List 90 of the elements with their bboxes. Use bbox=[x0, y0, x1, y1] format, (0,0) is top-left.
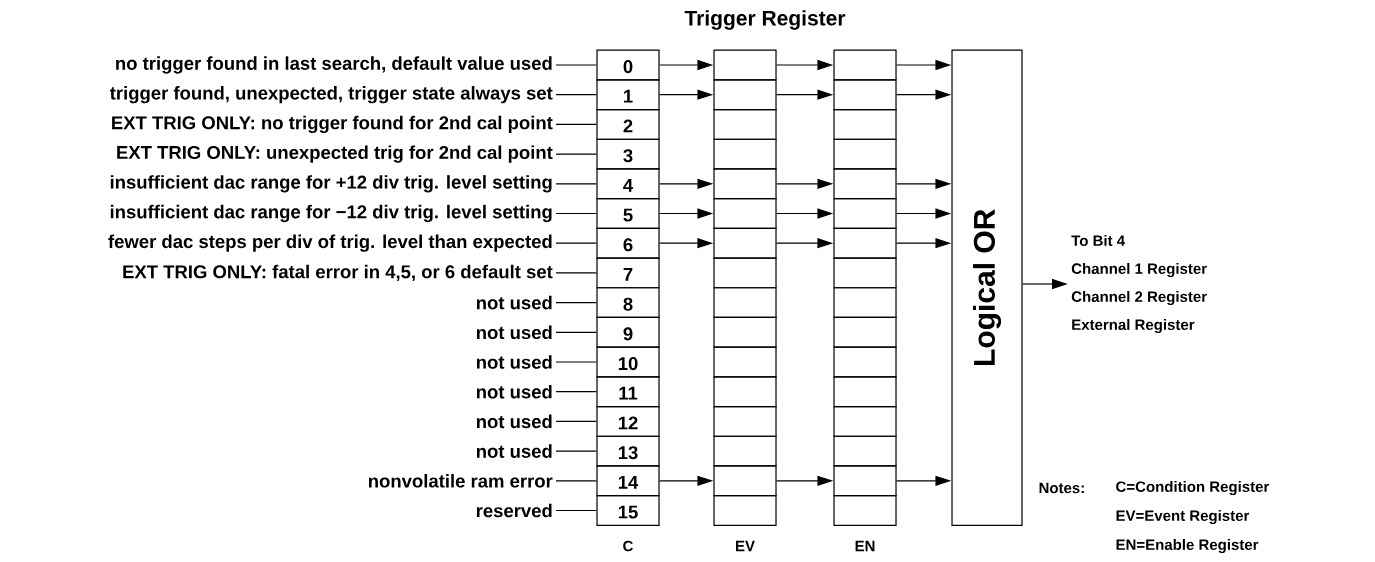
description-text: EXT TRIG ONLY: unexpected trig for 2nd cal point bbox=[117, 145, 553, 163]
register-cell: 4 bbox=[596, 168, 660, 200]
description-text: EXT TRIG ONLY: fatal error in 4,5, or 6 default set bbox=[123, 264, 553, 282]
description-text: trigger found, unexpected, trigger state always set bbox=[109, 86, 553, 104]
register-cell: 9 bbox=[596, 316, 660, 348]
connector-line bbox=[555, 242, 597, 244]
register-cell bbox=[833, 316, 897, 348]
register-cell bbox=[713, 376, 777, 408]
label-text: C=Condition Register bbox=[1116, 481, 1270, 496]
label-text: EN=Enable Register bbox=[1116, 539, 1259, 554]
register-cell bbox=[713, 435, 777, 467]
register-cell bbox=[713, 405, 777, 437]
register-cell bbox=[713, 495, 777, 526]
register-cell bbox=[833, 257, 897, 289]
register-cell bbox=[713, 138, 777, 170]
register-cell bbox=[713, 79, 777, 111]
description-text: no trigger found in last search, default value used bbox=[116, 56, 552, 74]
register-cell bbox=[833, 79, 897, 111]
register-cell: 0 bbox=[596, 49, 660, 81]
register-cell: 5 bbox=[596, 198, 660, 229]
connector-line bbox=[555, 391, 597, 393]
description-text: nonvolatile ram error bbox=[369, 474, 553, 488]
label-text: EV bbox=[736, 540, 755, 552]
register-cell bbox=[833, 346, 897, 378]
connector-line bbox=[555, 509, 597, 512]
register-cell: 1 bbox=[596, 79, 660, 111]
connector-line bbox=[555, 331, 597, 333]
register-cell: 6 bbox=[596, 227, 660, 259]
register-cell bbox=[713, 465, 777, 497]
connector-line bbox=[555, 480, 597, 482]
description-text: insufficient dac range for +12 div trig. level setting bbox=[110, 175, 552, 193]
description-text: not used bbox=[476, 384, 552, 399]
register-cell: 2 bbox=[596, 108, 660, 140]
register-cell: 8 bbox=[596, 287, 660, 319]
register-cell bbox=[713, 316, 777, 348]
register-cell bbox=[833, 198, 897, 229]
register-cell bbox=[833, 495, 897, 526]
register-cell: 13 bbox=[596, 435, 660, 467]
description-text: fewer dac steps per div of trig. level than expected bbox=[108, 234, 552, 252]
connector-line bbox=[555, 361, 597, 363]
register-cell bbox=[833, 138, 897, 170]
register-cell bbox=[713, 108, 777, 140]
register-cell bbox=[833, 168, 897, 200]
register-cell: 15 bbox=[596, 495, 660, 526]
description-text: not used bbox=[476, 295, 552, 310]
description-text: EXT TRIG ONLY: no trigger found for 2nd cal point bbox=[112, 115, 553, 134]
connector-line bbox=[555, 123, 597, 125]
register-cell bbox=[713, 49, 777, 81]
register-cell bbox=[833, 49, 897, 81]
label-text: Notes: bbox=[1039, 482, 1084, 494]
description-text: not used bbox=[476, 355, 552, 369]
connector-line bbox=[555, 94, 597, 96]
register-cell bbox=[833, 227, 897, 259]
register-cell: 7 bbox=[596, 257, 660, 289]
register-cell: 3 bbox=[596, 138, 660, 170]
destination-text: To Bit 4 Channel 1 Register Channel 2 Register External Register bbox=[1071, 235, 1207, 334]
register-cell: 12 bbox=[596, 405, 660, 437]
label-text: C bbox=[623, 540, 633, 552]
connector-line bbox=[555, 64, 597, 66]
description-text: not used bbox=[476, 444, 552, 458]
label-text: EV=Event Register bbox=[1116, 510, 1250, 525]
connector-line bbox=[555, 212, 597, 215]
register-cell: 11 bbox=[596, 376, 660, 408]
connector-line bbox=[555, 302, 597, 304]
connector-line bbox=[555, 183, 597, 185]
register-cell bbox=[833, 376, 897, 408]
register-cell bbox=[833, 405, 897, 437]
connector-line bbox=[555, 450, 597, 452]
register-cell: 10 bbox=[596, 346, 660, 378]
register-cell bbox=[833, 108, 897, 140]
register-cell bbox=[713, 346, 777, 378]
description-text: insufficient dac range for −12 div trig. level setting bbox=[110, 204, 552, 223]
title: Trigger Register bbox=[684, 10, 846, 30]
register-cell: 14 bbox=[596, 465, 660, 497]
description-text: not used bbox=[476, 325, 552, 340]
register-cell bbox=[833, 435, 897, 467]
connector-line bbox=[555, 272, 597, 274]
description-text: not used bbox=[476, 414, 552, 429]
register-cell bbox=[833, 287, 897, 319]
description-text: reserved bbox=[476, 503, 552, 518]
register-cell bbox=[713, 168, 777, 200]
logic-gate-box: Logical OR bbox=[951, 49, 1023, 526]
connector-line bbox=[555, 420, 597, 422]
register-cell bbox=[713, 287, 777, 319]
register-cell bbox=[713, 257, 777, 289]
register-cell bbox=[713, 198, 777, 229]
register-cell bbox=[713, 227, 777, 259]
connector-line bbox=[555, 153, 597, 155]
register-cell bbox=[833, 465, 897, 497]
label-text: EN bbox=[855, 540, 875, 552]
